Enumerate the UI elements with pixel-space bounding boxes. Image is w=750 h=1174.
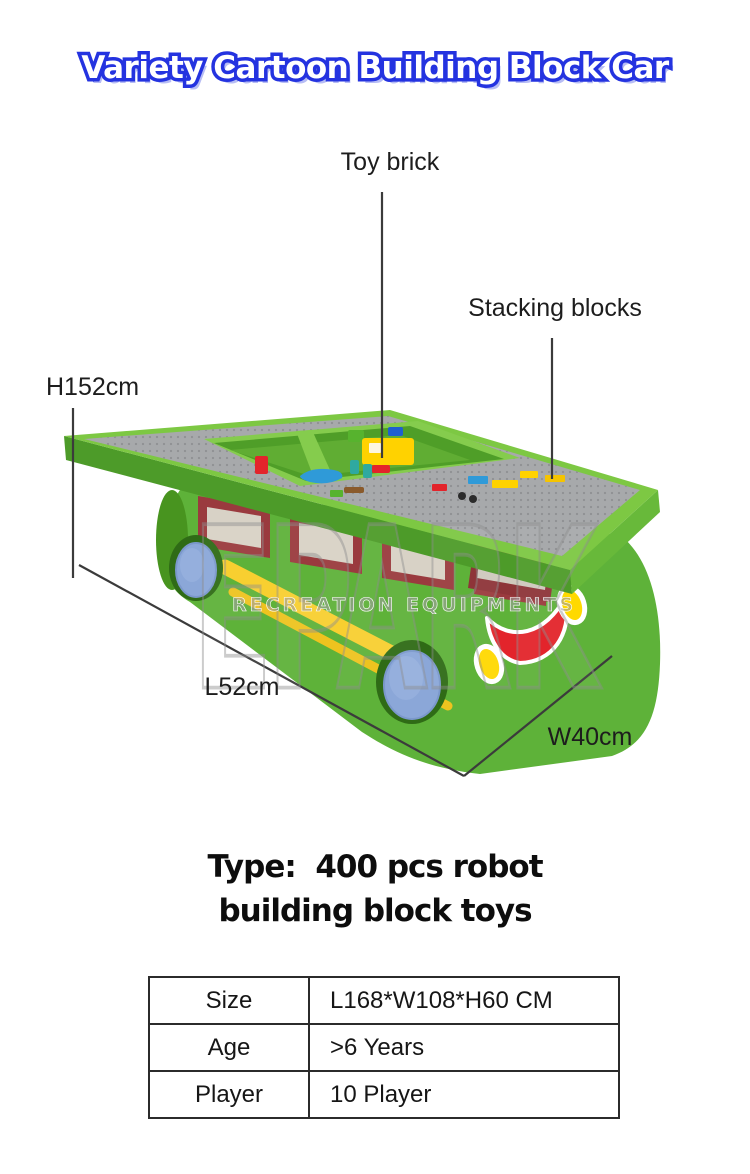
headlight-eye-left (473, 643, 505, 685)
spec-value: >6 Years (308, 1023, 620, 1072)
height-dimension-label: H152cm (46, 373, 140, 401)
dimension-lines (71, 192, 613, 777)
type-heading-line1: Type: 400 pcs robot (207, 849, 543, 885)
type-heading-line2: building block toys (218, 893, 532, 929)
table-row: Size L168*W108*H60 CM (148, 976, 620, 1025)
callout-toy-brick: Toy brick (340, 148, 440, 176)
width-dimension-line (463, 655, 613, 777)
watermark-brand-text: EPARK (192, 481, 602, 741)
product-figure: EPARK RECREATION EQUIPMENTS Toy brick St… (0, 140, 750, 820)
spec-value: 10 Player (308, 1070, 620, 1119)
smile-mouth (485, 594, 570, 665)
block-car-illustration: EPARK RECREATION EQUIPMENTS (64, 192, 661, 777)
type-heading: Type: 400 pcs robot building block toys (0, 845, 750, 933)
spec-label: Age (148, 1023, 310, 1072)
callout-stacking-blocks: Stacking blocks (468, 294, 642, 322)
table-row: Player 10 Player (148, 1070, 620, 1119)
toy-blocks (255, 427, 565, 503)
table-row: Age >6 Years (148, 1023, 620, 1072)
spec-label: Player (148, 1070, 310, 1119)
width-dimension-label: W40cm (547, 723, 633, 751)
front-wheel (376, 640, 448, 724)
page-title: Variety Cartoon Building Block Car (0, 50, 750, 86)
watermark-tagline-text: RECREATION EQUIPMENTS (232, 594, 576, 616)
spec-value: L168*W108*H60 CM (308, 976, 620, 1025)
watermark: EPARK RECREATION EQUIPMENTS (191, 480, 610, 743)
length-dimension-label: L52cm (204, 673, 280, 701)
length-dimension-line (78, 564, 465, 777)
spec-label: Size (148, 976, 310, 1025)
spec-table: Size L168*W108*H60 CM Age >6 Years Playe… (148, 976, 620, 1119)
rear-wheel (169, 535, 223, 601)
